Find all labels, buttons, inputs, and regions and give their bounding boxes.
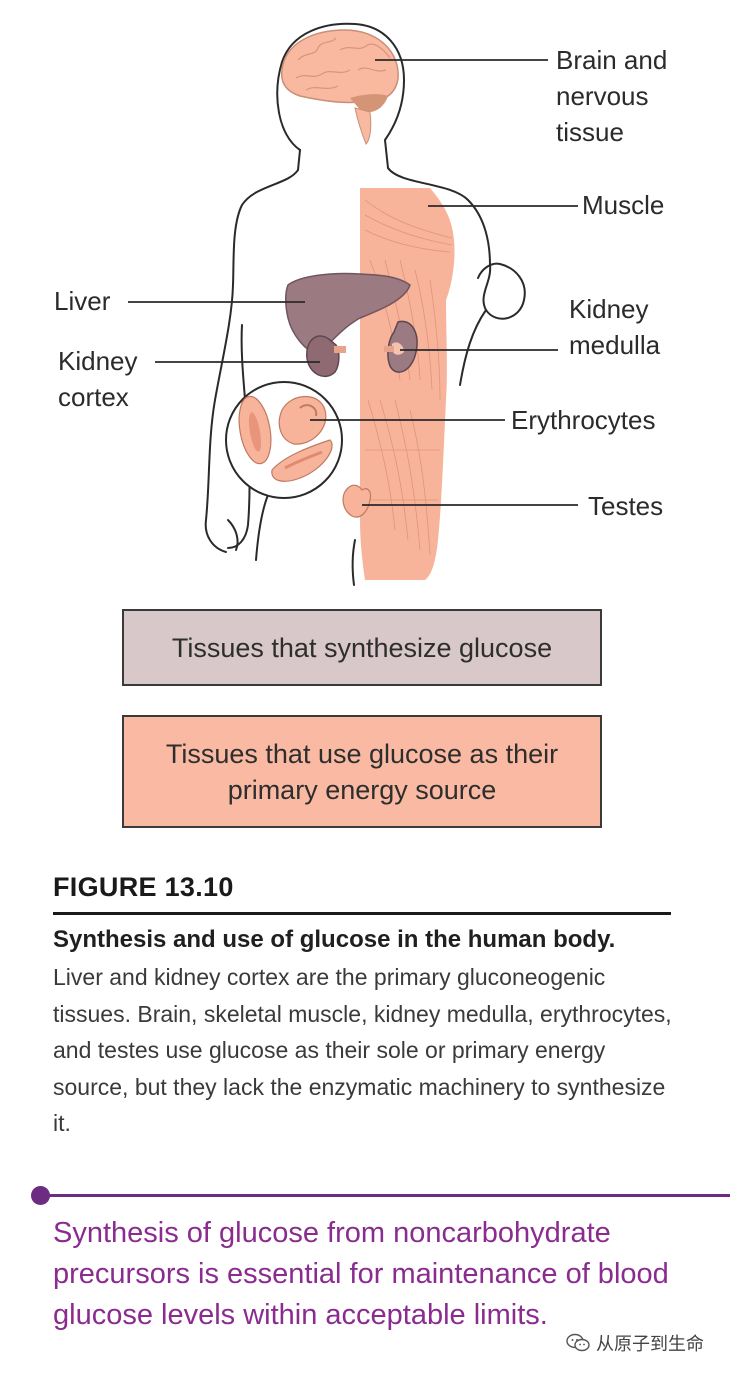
watermark-text: 从原子到生命 <box>596 1334 704 1354</box>
label-testes: Testes <box>588 491 664 521</box>
brain-shape <box>280 29 399 145</box>
caption-title: Synthesis and use of glucose in the huma… <box>53 926 616 953</box>
label-kidney-cortex: Kidney cortex <box>58 346 138 412</box>
erythrocytes-inset <box>225 381 343 499</box>
wechat-icon <box>566 1333 590 1352</box>
divider-line <box>40 1194 730 1197</box>
label-kidney-medulla: Kidney medulla <box>569 294 661 360</box>
figure-rule <box>53 912 671 915</box>
highlight-text: Synthesis of glucose from noncarbohydrat… <box>53 1217 669 1331</box>
label-liver: Liver <box>54 286 111 316</box>
kidney-medulla-shape <box>384 320 418 373</box>
testes-shape <box>342 484 372 518</box>
leader-lines <box>128 59 578 506</box>
label-erythrocytes: Erythrocytes <box>511 405 656 435</box>
liver-shape <box>285 272 411 357</box>
muscle-shape <box>360 188 455 580</box>
legend-use-box: Tissues that use glucose as their primar… <box>122 715 602 828</box>
body-illustration: Brain and nervous tissue Muscle Liver Ki… <box>0 0 730 600</box>
figure-number: FIGURE 13.10 <box>53 872 234 902</box>
body-diagram <box>128 22 578 586</box>
label-brain: Brain and nervous tissue <box>556 45 668 147</box>
kidney-cortex-shape <box>306 335 346 378</box>
legend-synthesize-box: Tissues that synthesize glucose <box>122 609 602 686</box>
watermark: 从原子到生命 <box>566 1330 704 1356</box>
label-muscle: Muscle <box>582 190 665 220</box>
caption-body: Liver and kidney cortex are the primary … <box>53 964 672 1136</box>
